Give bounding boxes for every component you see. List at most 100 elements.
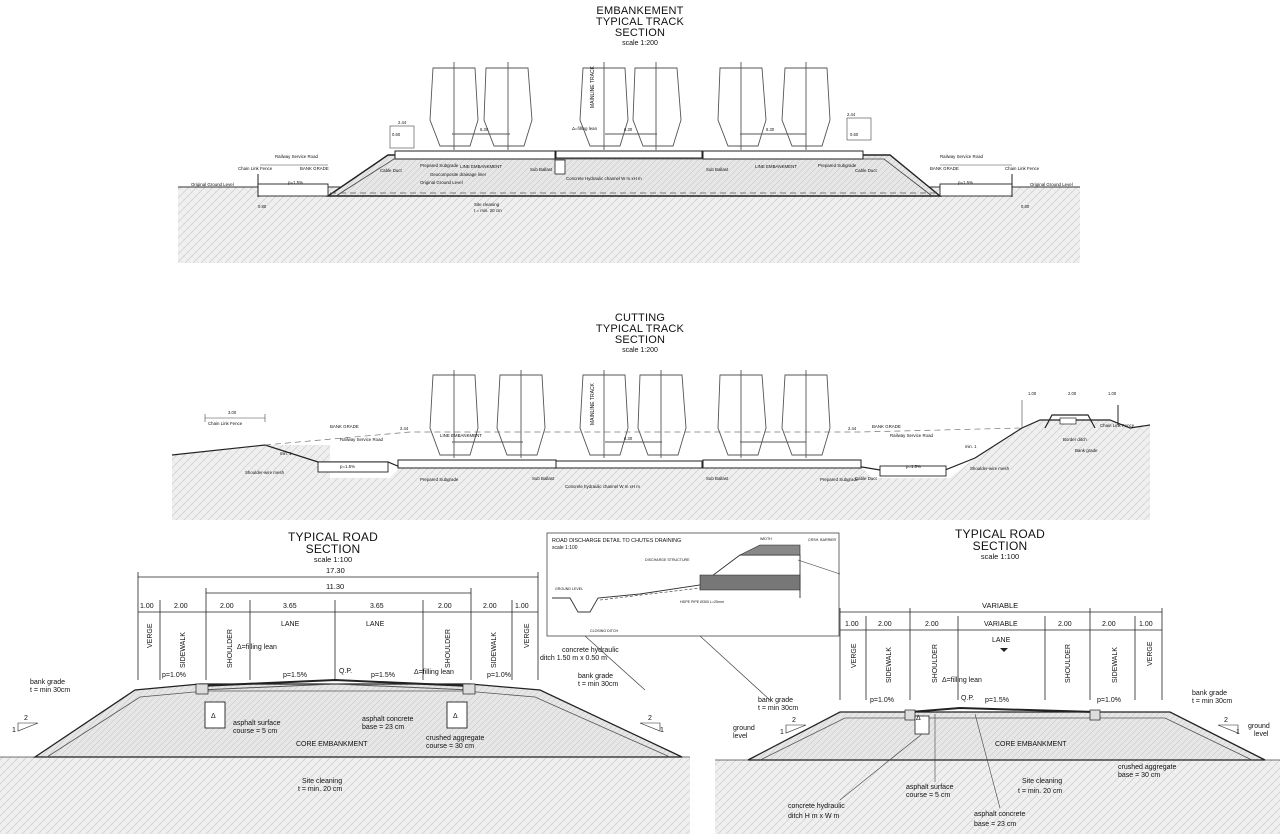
emb-hydraulic-channel: Concrete Hydraulic channel W m xH m <box>566 176 642 181</box>
road-left-w2: 2.00 <box>220 603 234 610</box>
cut-prepared-left: Prepared Subgrade <box>420 477 459 482</box>
cutting-rolling-stock <box>429 370 831 458</box>
road-left-title-block: TYPICAL ROAD SECTION scale 1:100 <box>253 531 413 564</box>
road-right-embankment <box>747 711 1266 761</box>
emb-sub-ballast-left: Sub Ballast <box>530 167 553 172</box>
road-right-asphalt-surface-t: course = 5 cm <box>906 792 950 799</box>
emb-dim-e: 2.44 <box>847 112 856 117</box>
cut-shoulder-mesh-right: Shoulder-wire mesh <box>970 466 1010 471</box>
track-bed-left <box>394 150 556 160</box>
road-right-ground <box>715 760 1280 834</box>
road-right-slope-side-left: p=1.0% <box>870 697 894 704</box>
emb-dim-a: 6.30 <box>480 127 489 132</box>
road-left-bank-grade-right: bank grade <box>578 673 613 680</box>
cutting-service-road-right <box>879 465 947 477</box>
cut-ratio-left: min. 1 <box>280 451 292 456</box>
road-right-ratio-h: 2 <box>792 717 796 724</box>
emb-dim-h: 0.80 <box>258 204 267 209</box>
cut-bank-grade-small: Bank grade <box>1075 448 1098 453</box>
road-left-overall: 17.30 <box>326 566 345 575</box>
emb-filling-lean: Δ=filling lean <box>572 126 598 131</box>
road-left-title-1: TYPICAL ROAD <box>288 530 378 544</box>
discharge-crash: CRSH. BARRIER <box>808 538 837 542</box>
emb-fence-left: Chain Link Fence <box>238 166 273 171</box>
road-left-zone-ticks <box>137 572 539 680</box>
emb-ogl-right: Original Ground Level <box>1030 182 1073 187</box>
emb-service-road-right: Railway Service Road <box>940 154 984 159</box>
discharge-detail: ROAD DISCHARGE DETAIL TO CHUTES DRAINING… <box>546 532 841 701</box>
road-right-core: CORE EMBANKMENT <box>995 741 1067 748</box>
road-left-bank-grade-right-t: t = min 30cm <box>578 681 618 688</box>
road-right-overall: VARIABLE <box>982 601 1018 610</box>
road-left-ratio-v: 1 <box>12 727 16 734</box>
emb-line-right: LINE EMBANKMENT <box>755 164 797 169</box>
emb-dim-d: 2.44 <box>398 120 407 125</box>
road-left-z0: VERGE <box>147 623 154 648</box>
road-right-title-1: TYPICAL ROAD <box>955 527 1045 541</box>
cut-sub-ballast-right: Sub Ballast <box>706 476 729 481</box>
road-left-w6: 2.00 <box>483 603 497 610</box>
road-right-qp: Q.P. <box>961 695 974 702</box>
road-right-ground-right: ground <box>1248 723 1270 730</box>
service-road-left <box>257 183 329 197</box>
road-right-zone-ticks <box>839 608 1163 700</box>
road-left-ground <box>0 757 690 834</box>
road-right-bank-grade-right-t: t = min 30cm <box>1192 698 1232 705</box>
embankment-mainline-label: MAINLINE TRACK <box>590 65 596 108</box>
road-left-w7: 1.00 <box>515 603 529 610</box>
road-right-bank-grade-left-t: t = min 30cm <box>758 705 798 712</box>
road-right-asphalt-surface: asphalt surface <box>906 784 954 791</box>
road-left-title-2: SECTION <box>305 542 361 556</box>
road-left-filling-right: Δ=filling lean <box>414 669 454 676</box>
road-right-ground-left-2: level <box>733 733 748 740</box>
cut-prepared-right: Prepared Subgrade <box>820 477 859 482</box>
road-right-w5: 2.00 <box>1102 621 1116 628</box>
road-left-z3: LANE <box>281 621 300 628</box>
emb-dim-g: 0.60 <box>850 132 859 137</box>
cutting-track-bed-main <box>555 460 703 469</box>
road-right-z0: VERGE <box>851 643 858 668</box>
road-left-ratio-h: 2 <box>24 715 28 722</box>
cutting-ground <box>172 420 1150 520</box>
cutting-section: MAINLINE TRACK Chain Link Fence Chain Li… <box>171 370 1151 520</box>
embankment-title-block: EMBANKEMENT TYPICAL TRACK SECTION scale … <box>560 6 720 48</box>
road-left-asphalt-concrete: asphalt concrete <box>362 716 413 723</box>
road-right-z4: SHOULDER <box>1065 644 1072 683</box>
cut-fence-left: Chain Link Fence <box>208 421 243 426</box>
cut-dim-e: 2.00 <box>1068 391 1077 396</box>
cut-service-road-left: Railway Service Road <box>340 437 384 442</box>
road-left-bank-grade-left: bank grade <box>30 679 65 686</box>
road-left-hydraulic: concrete hydraulic <box>562 647 619 654</box>
emb-cable-duct-right: Cable Duct <box>855 168 877 173</box>
road-right-section: VARIABLE 1.00 2.00 2.00 VARIABLE 2.00 2.… <box>715 601 1280 834</box>
road-right-w0: 1.00 <box>845 621 859 628</box>
cutting-track-bed-right <box>702 459 862 469</box>
emb-cable-duct-left: Cable Duct <box>380 168 402 173</box>
emb-sub-ballast-right: Sub Ballast <box>706 167 729 172</box>
emb-site-cleaning: Site cleaning <box>474 202 500 207</box>
road-left-z1: SIDEWALK <box>180 632 187 668</box>
road-left-scale: scale 1:100 <box>313 555 353 564</box>
emb-dim-b: 6.30 <box>624 127 633 132</box>
road-left-inner: 11.30 <box>326 582 344 591</box>
road-right-w6: 1.00 <box>1139 621 1153 628</box>
discharge-ground: GROUND LEVEL <box>555 587 583 591</box>
track-bed-main <box>555 150 703 159</box>
road-left-delta-left: Δ <box>211 713 216 720</box>
road-right-z1: SIDEWALK <box>886 647 893 683</box>
cutting-mainline-label: MAINLINE TRACK <box>590 382 596 425</box>
road-right-w2: 2.00 <box>925 621 939 628</box>
road-right-lane-arrow <box>1000 648 1008 652</box>
emb-dim-i: 0.80 <box>1021 204 1030 209</box>
cut-dim-f: 1.00 <box>1108 391 1117 396</box>
rolling-stock-gauges <box>429 62 831 150</box>
emb-drainage-liner: Geocomposite drainage liner <box>430 172 487 177</box>
road-left-ratio-h-r: 2 <box>648 715 652 722</box>
cut-dim-a: 2.44 <box>400 426 409 431</box>
road-left-w1: 2.00 <box>174 603 188 610</box>
road-left-hydraulic-dim: ditch 1.50 m x 0.50 m <box>540 655 607 662</box>
cut-shoulder-mesh-left: Shoulder-wire mesh <box>245 470 285 475</box>
emb-fence-right: Chain Link Fence <box>1005 166 1040 171</box>
road-right-hydraulic: concrete hydraulic <box>788 803 845 810</box>
road-right-z3: LANE <box>992 637 1011 644</box>
